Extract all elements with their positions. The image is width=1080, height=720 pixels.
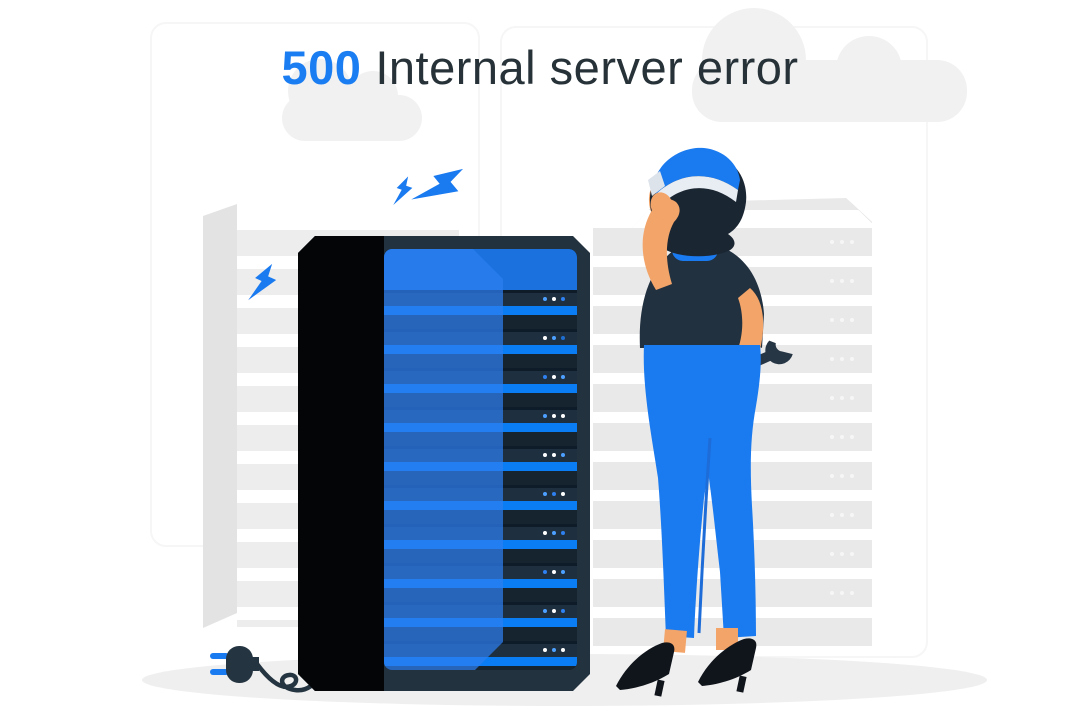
rack-dot-row [830,279,854,283]
background-rack-side [203,204,237,628]
server-front-panel [384,249,577,670]
lightning-icon [393,176,413,205]
rack-dot-row [830,435,854,439]
rack-top-band [237,206,459,230]
heel [736,675,747,693]
pants-crease [697,437,712,634]
led-light-row [543,297,565,301]
rack-dot-row [830,591,854,595]
error-code: 500 [281,41,362,94]
shoe [698,638,757,686]
led-light-row [543,531,565,535]
cloud-icon [282,55,422,141]
led-light-row [543,609,565,613]
technician-figure [616,147,793,697]
rack-dot-row [830,240,854,244]
ankle [716,628,738,650]
shirt [639,248,764,356]
heel [654,679,665,697]
led-light-row [543,453,565,457]
led-light-row [543,336,565,340]
led-light-row [543,375,565,379]
led-light-row [543,648,565,652]
rack-dot-row [830,357,854,361]
cap-band [656,176,738,206]
shoe [616,642,675,690]
raised-arm [642,199,680,290]
led-light-row [543,492,565,496]
rack-dot-row [830,552,854,556]
cloud-icon [692,8,967,122]
rack-dot-row [830,318,854,322]
hand [650,192,674,220]
server-tower [298,236,590,691]
server-side-panel [298,236,384,691]
worker-cap [654,147,740,194]
error-message: Internal server error [375,41,799,94]
pants [643,345,761,638]
server-glass-panel [384,249,503,670]
rack-dot-row [830,396,854,400]
cap-brim [648,171,665,196]
lightning-icon [248,263,277,301]
rack-dot-row [830,513,854,517]
rack-dot-row [830,474,854,478]
led-light-row [543,570,565,574]
led-light-row [543,414,565,418]
lightning-icon [411,168,464,200]
